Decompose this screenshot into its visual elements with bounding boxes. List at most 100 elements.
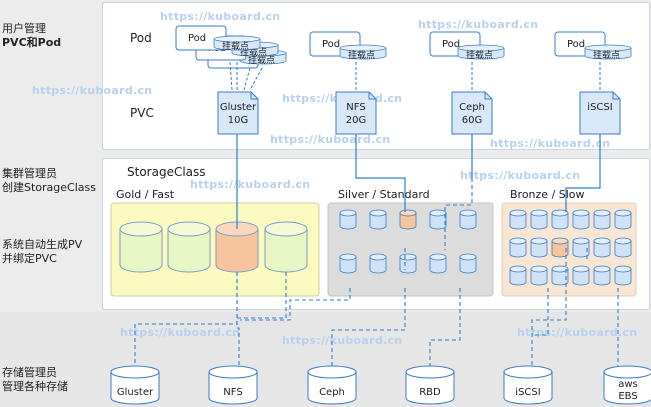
pod-label: Pod (188, 33, 206, 44)
mount-point: 挂载点 (339, 44, 387, 61)
storage-backend: iSCSI (503, 365, 553, 405)
pv-disk (551, 265, 569, 286)
pvc-name: iSCSI (587, 102, 612, 113)
pvc-document: Gluster 10G (217, 91, 259, 135)
storage-backend: Gluster (110, 365, 160, 405)
gold-pv-disks (119, 221, 308, 273)
pvc-pod-text: PVC和Pod (2, 36, 62, 49)
storage-backend: Ceph (307, 365, 357, 405)
manage-storage-text: 管理各种存储 (2, 380, 68, 393)
watermark: https://kuboard.cn (160, 10, 281, 23)
pvc-name: Ceph (459, 102, 485, 113)
cluster-admin-label: 集群管理员 创建StorageClass (2, 167, 96, 195)
backend-name: iSCSI (515, 387, 540, 398)
pv-disk (551, 209, 569, 230)
pvc-size: 20G (346, 115, 366, 126)
pv-disk (339, 253, 357, 274)
pv-disk (119, 221, 163, 273)
pod-row-label: Pod (130, 31, 152, 45)
pvc-nfs-line (355, 133, 406, 212)
pv-disk (614, 265, 632, 286)
pv-disk (399, 253, 417, 274)
auto-pv-label: 系统自动生成PV 并绑定PVC (2, 238, 82, 266)
cluster-admin-text: 集群管理员 (2, 167, 57, 180)
pv-disk (509, 237, 527, 258)
storage-admin-label: 存储管理员 管理各种存储 (2, 366, 68, 394)
watermark: https://kuboard.cn (270, 133, 391, 146)
pod-pvc-lines (229, 61, 601, 91)
pv-disk-bound (215, 221, 259, 273)
watermark: https://kuboard.cn (120, 326, 241, 339)
pods: Pod挂载点Pod挂载点Pod挂载点Pod挂载点Pod挂载点Pod挂载点 (175, 25, 632, 91)
mount-point: 挂载点 (457, 44, 505, 61)
pvc-size: 10G (228, 115, 248, 126)
pv-disk (339, 209, 357, 230)
mount-label: 挂载点 (222, 40, 249, 52)
pv-disk (593, 209, 611, 230)
watermark: https://kuboard.cn (282, 334, 403, 347)
mount-label: 挂载点 (348, 49, 375, 61)
storageclass-silver-name: Silver / Standard (338, 188, 430, 201)
backend-name-line2: EBS (618, 391, 637, 402)
mount-point: 挂载点 (213, 35, 261, 52)
pv-disk (572, 237, 590, 258)
watermark: https://kuboard.cn (460, 169, 581, 182)
pv-disk (429, 209, 447, 230)
bronze-pv-disks (509, 209, 632, 286)
storageclass-bronze-name: Bronze / Slow (510, 188, 585, 201)
backend-name: aws (618, 379, 638, 390)
pv-disk (429, 253, 447, 274)
pv-disk (530, 209, 548, 230)
bind-pvc-text: 并绑定PVC (2, 252, 57, 265)
watermark: https://kuboard.cn (418, 18, 539, 31)
pvc-name: Gluster (220, 102, 257, 113)
backend-name: Gluster (117, 387, 154, 398)
pv-disk (369, 253, 387, 274)
user-mgmt-text: 用户管理 (2, 22, 46, 35)
pv-disk (530, 265, 548, 286)
create-sc-text: 创建StorageClass (2, 181, 96, 194)
pv-disk (264, 221, 308, 273)
pv-disk (369, 209, 387, 230)
pv-backend-lines (134, 178, 619, 366)
pvc-pv-lines (236, 133, 601, 229)
pv-disk (572, 265, 590, 286)
backend-name: NFS (223, 387, 242, 398)
pv-disk (509, 265, 527, 286)
pv-disk (593, 265, 611, 286)
pod-box: Pod 挂载点 (309, 31, 387, 61)
storage-backend: RBD (405, 365, 455, 405)
pvc-row-label: PVC (130, 106, 154, 120)
mount-point: 挂载点 (584, 44, 632, 61)
backend-name: RBD (419, 387, 441, 398)
pod-label: Pod (322, 39, 340, 50)
pv-disk (572, 209, 590, 230)
silver-pv-disks (339, 209, 477, 274)
pv-disk (459, 209, 477, 230)
pv-disk (509, 209, 527, 230)
pv-disk (614, 237, 632, 258)
watermark: https://kuboard.cn (490, 137, 611, 150)
storageclass-silver-box (327, 202, 494, 297)
pvc-document: iSCSI (579, 91, 621, 135)
user-mgmt-label: 用户管理 PVC和Pod (2, 22, 61, 50)
auto-pv-text: 系统自动生成PV (2, 238, 83, 251)
pv-disk (593, 237, 611, 258)
pod-label: Pod (442, 39, 460, 50)
pod-label: Pod (567, 39, 585, 50)
storageclass-row-label: StorageClass (127, 165, 206, 179)
watermark: https://kuboard.cn (517, 326, 638, 339)
mount-label: 挂载点 (248, 54, 275, 66)
mount-label: 挂载点 (593, 49, 620, 61)
pvc-name: NFS (346, 102, 365, 113)
backend-name: Ceph (319, 387, 345, 398)
pv-disk (530, 237, 548, 258)
storageclass-gold-name: Gold / Fast (116, 188, 175, 201)
storage-backend: NFS (208, 365, 258, 405)
pv-disk (551, 237, 569, 258)
